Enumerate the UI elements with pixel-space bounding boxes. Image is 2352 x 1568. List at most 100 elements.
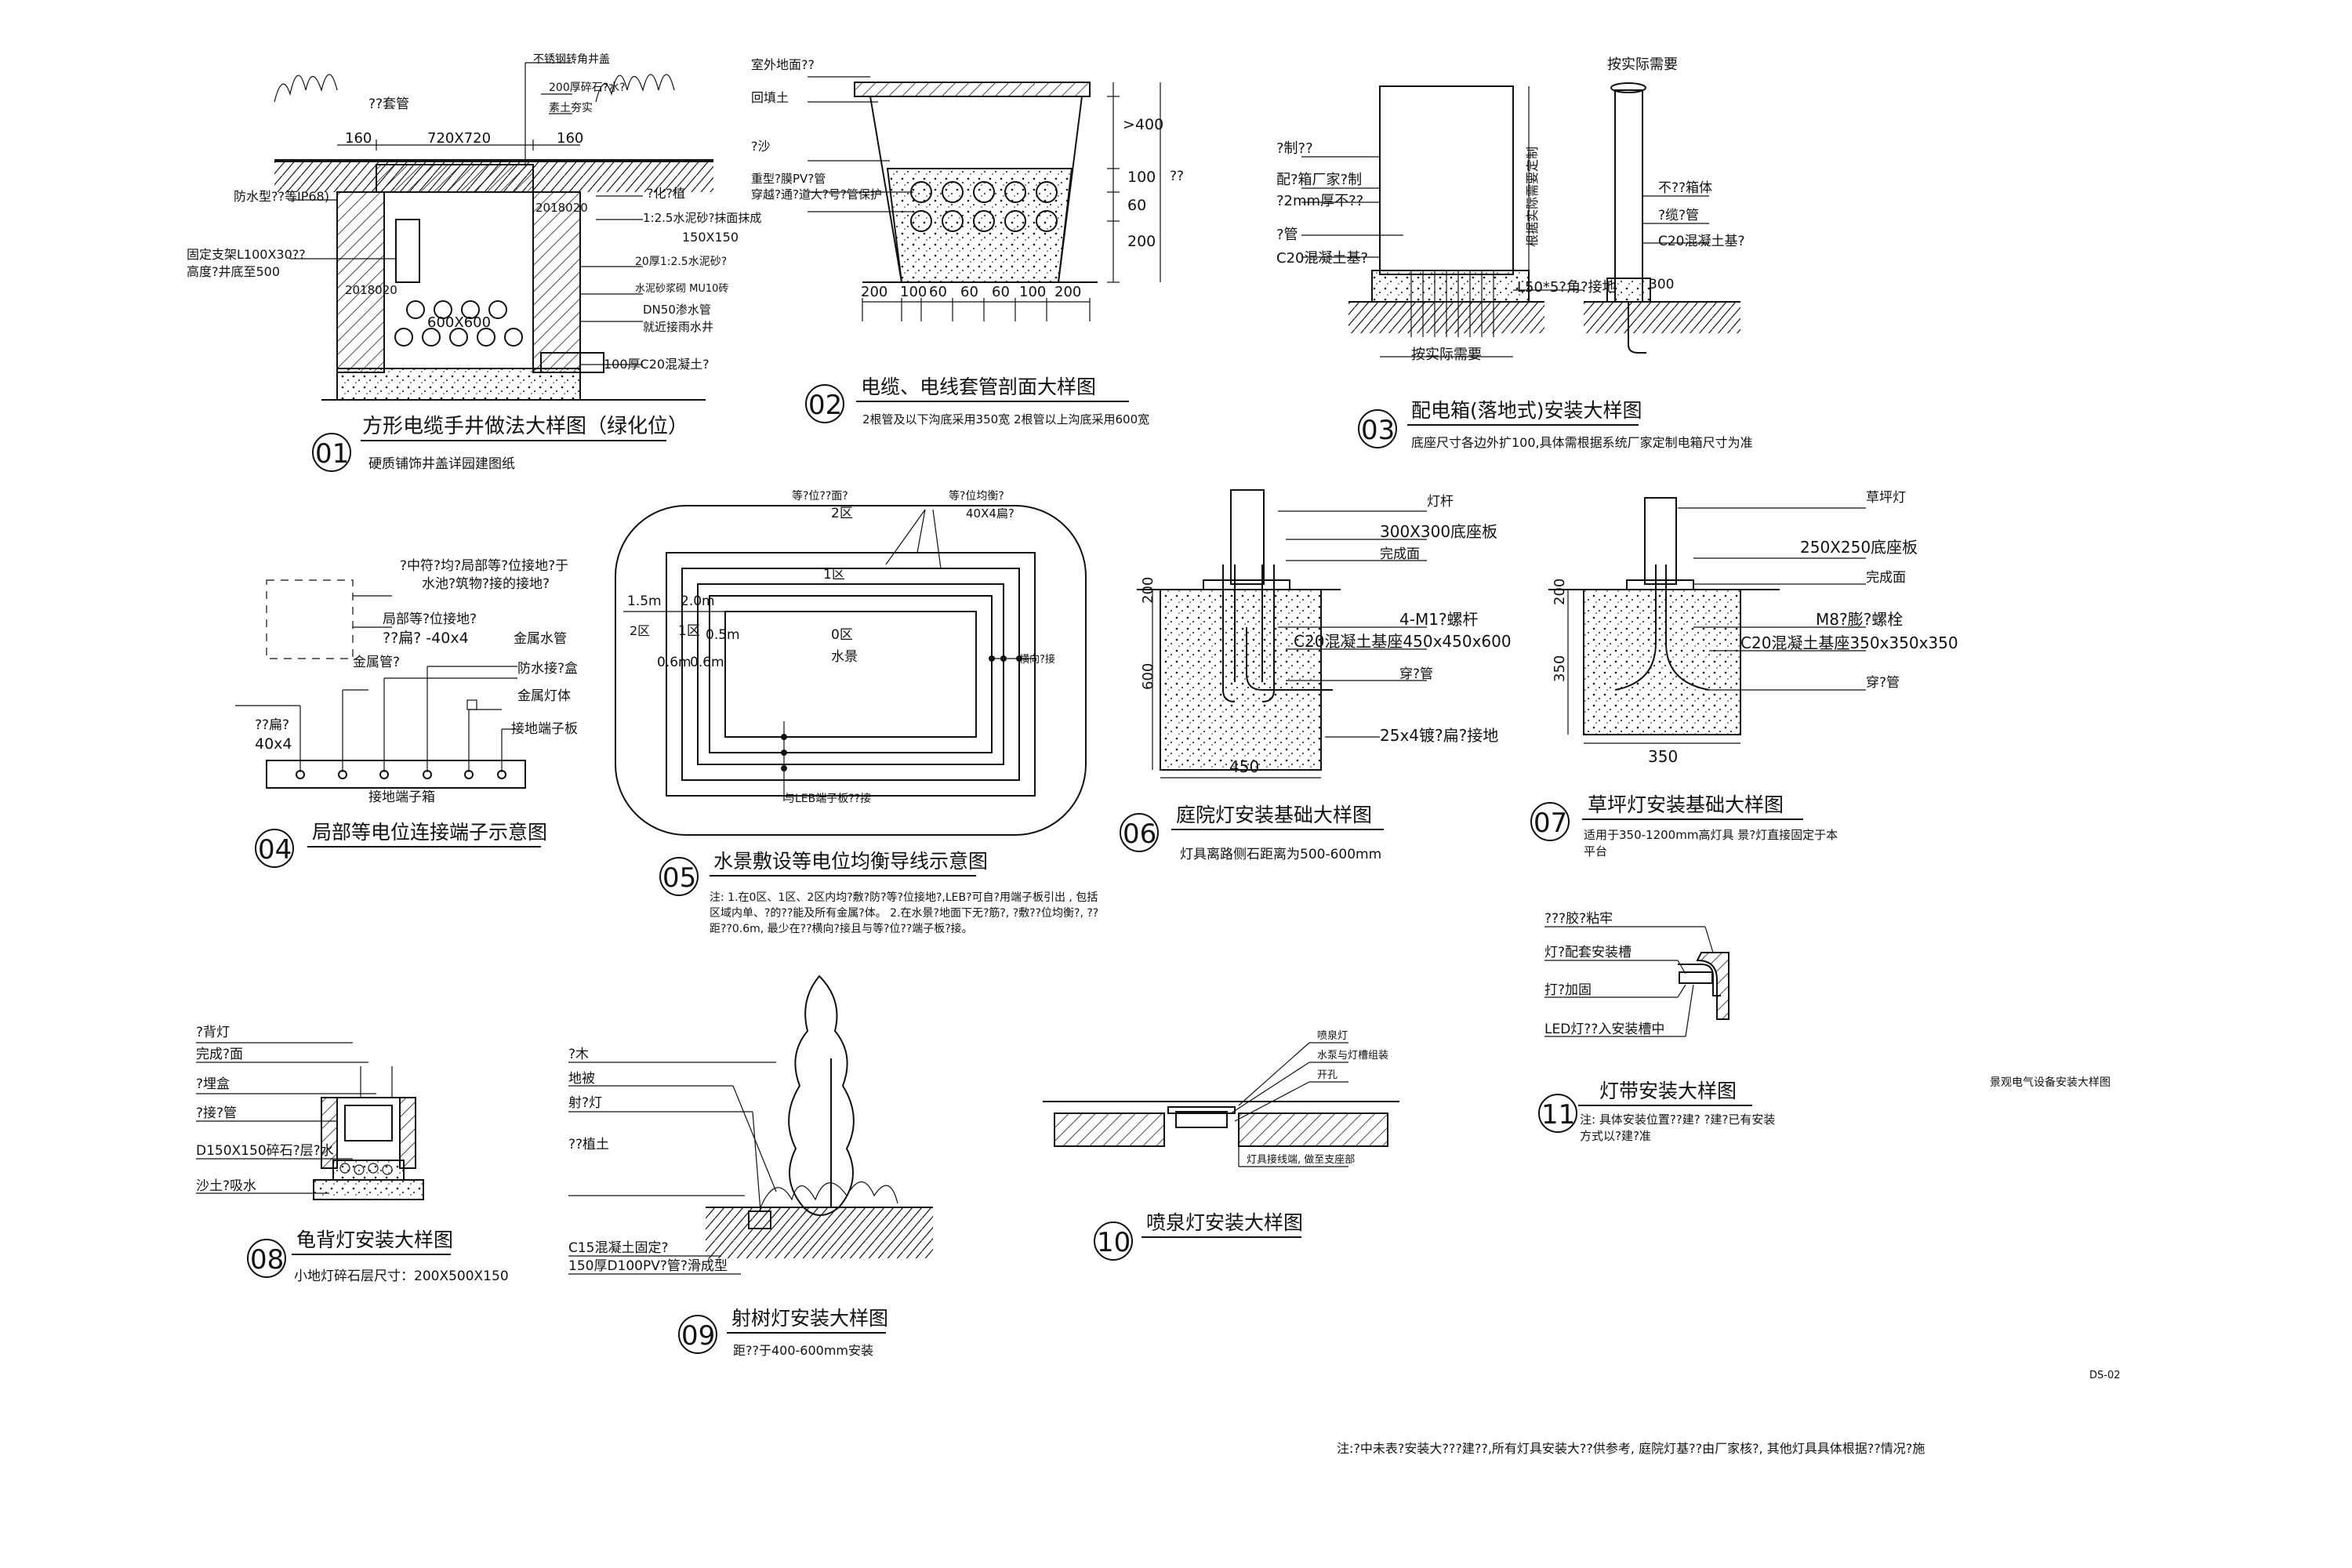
uplight-fixture bbox=[748, 1210, 771, 1229]
d02-number: 02 bbox=[808, 390, 842, 421]
sheet-title: 景观电气设备安装大样图 bbox=[1990, 1076, 2111, 1089]
d07-title: 草坪灯安装基础大样图 bbox=[1588, 793, 1784, 816]
lawn-lamp-pole bbox=[1644, 497, 1677, 585]
d05-label-4: 1区 bbox=[823, 567, 845, 583]
d02-dims bbox=[808, 76, 1161, 321]
d01-label-8: ?化?植 bbox=[647, 186, 685, 201]
d03-label-4: ?管 bbox=[1276, 227, 1298, 243]
d07-label-2: 完成面 bbox=[1866, 570, 1906, 586]
zone-2-outline bbox=[615, 505, 1087, 836]
d10-label-3: 灯具接线端, 做至支座部 bbox=[1247, 1153, 1355, 1166]
d06-label-6: 25x4镀?扁?接地 bbox=[1380, 726, 1498, 745]
d07-label-0: 草坪灯 bbox=[1866, 490, 1906, 506]
d02-label-7: 60 bbox=[1127, 197, 1146, 214]
d03-label-10: ?缆?管 bbox=[1658, 208, 1699, 223]
d05-title: 水景敷设等电位均衡导线示意图 bbox=[713, 850, 988, 873]
leader-lines-07 bbox=[1567, 507, 1866, 744]
d02-label-16: 200 bbox=[1054, 284, 1081, 300]
d08-number: 08 bbox=[250, 1244, 284, 1276]
fountain-light bbox=[1175, 1111, 1228, 1128]
leader-lines-11 bbox=[1544, 926, 1714, 1037]
d05-label-10: 0.6m bbox=[657, 655, 691, 670]
detail-03-distribution-box: 按实际需要 ?制?? 配?箱厂家?制 ?2mm厚不?? ?管 C20混凝土基? … bbox=[1276, 56, 1753, 450]
d01-label-2: 素土夯实 bbox=[549, 102, 593, 114]
detail-07-lawn-light-base: 草坪灯 250X250底座板 完成面 M8?膨?螺栓 C20混凝土基座350x3… bbox=[1530, 490, 1958, 858]
d01-label-4: 160 bbox=[345, 130, 372, 147]
d05-notes: 注: 1.在0区、1区、2区内均?敷?防?等?位接地?,LEB?可自?用端子板引… bbox=[710, 891, 1098, 935]
lawn-concrete-foundation bbox=[1583, 589, 1741, 735]
d11-number-circle bbox=[1538, 1094, 1577, 1133]
gravel-08 bbox=[339, 1163, 393, 1175]
d03-number-circle bbox=[1358, 409, 1397, 448]
d07-label-4: C20混凝土基座350x350x350 bbox=[1740, 633, 1958, 652]
d01-label-20: 2018020 bbox=[535, 201, 588, 215]
d05-label-15: 与LEB端子板??接 bbox=[784, 792, 871, 805]
d11-number: 11 bbox=[1541, 1099, 1575, 1131]
d09-label-4: C15混凝土固定? bbox=[568, 1240, 669, 1256]
d05-label-9: 0.5m bbox=[706, 627, 740, 643]
d11-label-1: 灯?配套安装槽 bbox=[1544, 945, 1632, 960]
d05-label-2: 等?位均衡? bbox=[949, 489, 1004, 503]
d07-label-6: 200 bbox=[1552, 579, 1568, 605]
d07-label-1: 250X250底座板 bbox=[1800, 538, 1918, 557]
d04-label-1: 水池?筑物?接的接地? bbox=[422, 576, 550, 592]
d10-number: 10 bbox=[1097, 1227, 1131, 1258]
d02-label-11: 100 bbox=[900, 284, 927, 300]
drawing-number: DS-02 bbox=[2089, 1370, 2121, 1381]
d04-number-circle bbox=[255, 829, 294, 868]
burial-box bbox=[336, 1097, 401, 1161]
d09-subtitle: 距??于400-600mm安装 bbox=[733, 1343, 873, 1358]
turtle-light bbox=[344, 1105, 393, 1142]
right-brick-wall bbox=[532, 191, 581, 373]
concrete-foundation bbox=[1160, 589, 1322, 771]
pillar-box bbox=[1614, 89, 1643, 303]
d01-label-16: 600X600 bbox=[427, 314, 491, 331]
d04-label-3: ??扁? -40x4 bbox=[383, 630, 469, 647]
d05-number: 05 bbox=[662, 862, 696, 894]
d07-number-circle bbox=[1530, 802, 1570, 841]
dashed-zone bbox=[266, 579, 354, 659]
d05-markers bbox=[623, 509, 1035, 801]
leader-lines-03 bbox=[1301, 156, 1709, 291]
d05-label-14: 横向?接 bbox=[1019, 653, 1055, 666]
d02-label-12: 60 bbox=[929, 284, 947, 300]
led-strip-channel bbox=[1679, 971, 1713, 984]
d07-subtitle: 适用于350-1200mm高灯具 景?灯直接固定于本平台 bbox=[1584, 828, 1838, 858]
d11-label-2: 打?加固 bbox=[1544, 982, 1592, 998]
d01-label-17: DN50渗水管 bbox=[643, 303, 711, 317]
d04-label-0: ?中符?均?局部等?位接地?于 bbox=[400, 558, 568, 574]
d04-label-5: 金属管? bbox=[353, 655, 400, 670]
d02-label-9: ?? bbox=[1170, 169, 1184, 184]
d06-label-4: C20混凝土基座450x450x600 bbox=[1294, 632, 1512, 651]
zone-0-pool bbox=[724, 611, 977, 738]
d06-title: 庭院灯安装基础大样图 bbox=[1176, 804, 1372, 826]
d10-label-2: 开孔 bbox=[1317, 1069, 1338, 1081]
d03-label-11: C20混凝土基? bbox=[1658, 234, 1745, 249]
d06-label-3: 4-M1?螺杆 bbox=[1399, 610, 1479, 629]
d01-label-12: 高度?井底至500 bbox=[187, 264, 280, 279]
lamp-pole bbox=[1230, 489, 1265, 585]
d04-label-2: 局部等?位接地? bbox=[383, 612, 477, 627]
conduit-circles bbox=[910, 181, 1058, 232]
d02-label-0: 室外地面?? bbox=[751, 57, 815, 72]
detail-06-garden-light-base: 灯杆 300X300底座板 完成面 4-M1?螺杆 C20混凝土基座450x45… bbox=[1120, 489, 1512, 862]
d03-title: 配电箱(落地式)安装大样图 bbox=[1411, 399, 1642, 422]
d03-label-8: 根据实际需要定制 bbox=[1525, 147, 1540, 247]
d05-label-13: 水景 bbox=[831, 649, 858, 665]
d03-label-0: 按实际需要 bbox=[1607, 56, 1678, 73]
d01-label-11: 固定支架L100X30?? bbox=[187, 247, 306, 262]
d05-label-1: 2区 bbox=[831, 506, 853, 521]
d02-number-circle bbox=[805, 384, 844, 423]
d01-number-circle bbox=[312, 433, 351, 472]
d08-label-3: ?接?管 bbox=[196, 1105, 237, 1121]
sand-bed bbox=[886, 168, 1073, 283]
d11-title: 灯带安装大样图 bbox=[1599, 1080, 1737, 1102]
detail-01-cable-handwell: 不锈钢转角井盖 200厚碎石?水? 素土夯实 ??套管 160 720X720 … bbox=[187, 53, 761, 472]
d01-label-19: 100厚C20混凝土? bbox=[604, 357, 710, 372]
d05-label-6: 2.0m bbox=[681, 593, 715, 609]
d09-title: 射树灯安装大样图 bbox=[731, 1307, 888, 1330]
terminal-box bbox=[266, 760, 526, 789]
leader-lines-01 bbox=[290, 62, 643, 365]
d08-number-circle bbox=[247, 1239, 286, 1278]
